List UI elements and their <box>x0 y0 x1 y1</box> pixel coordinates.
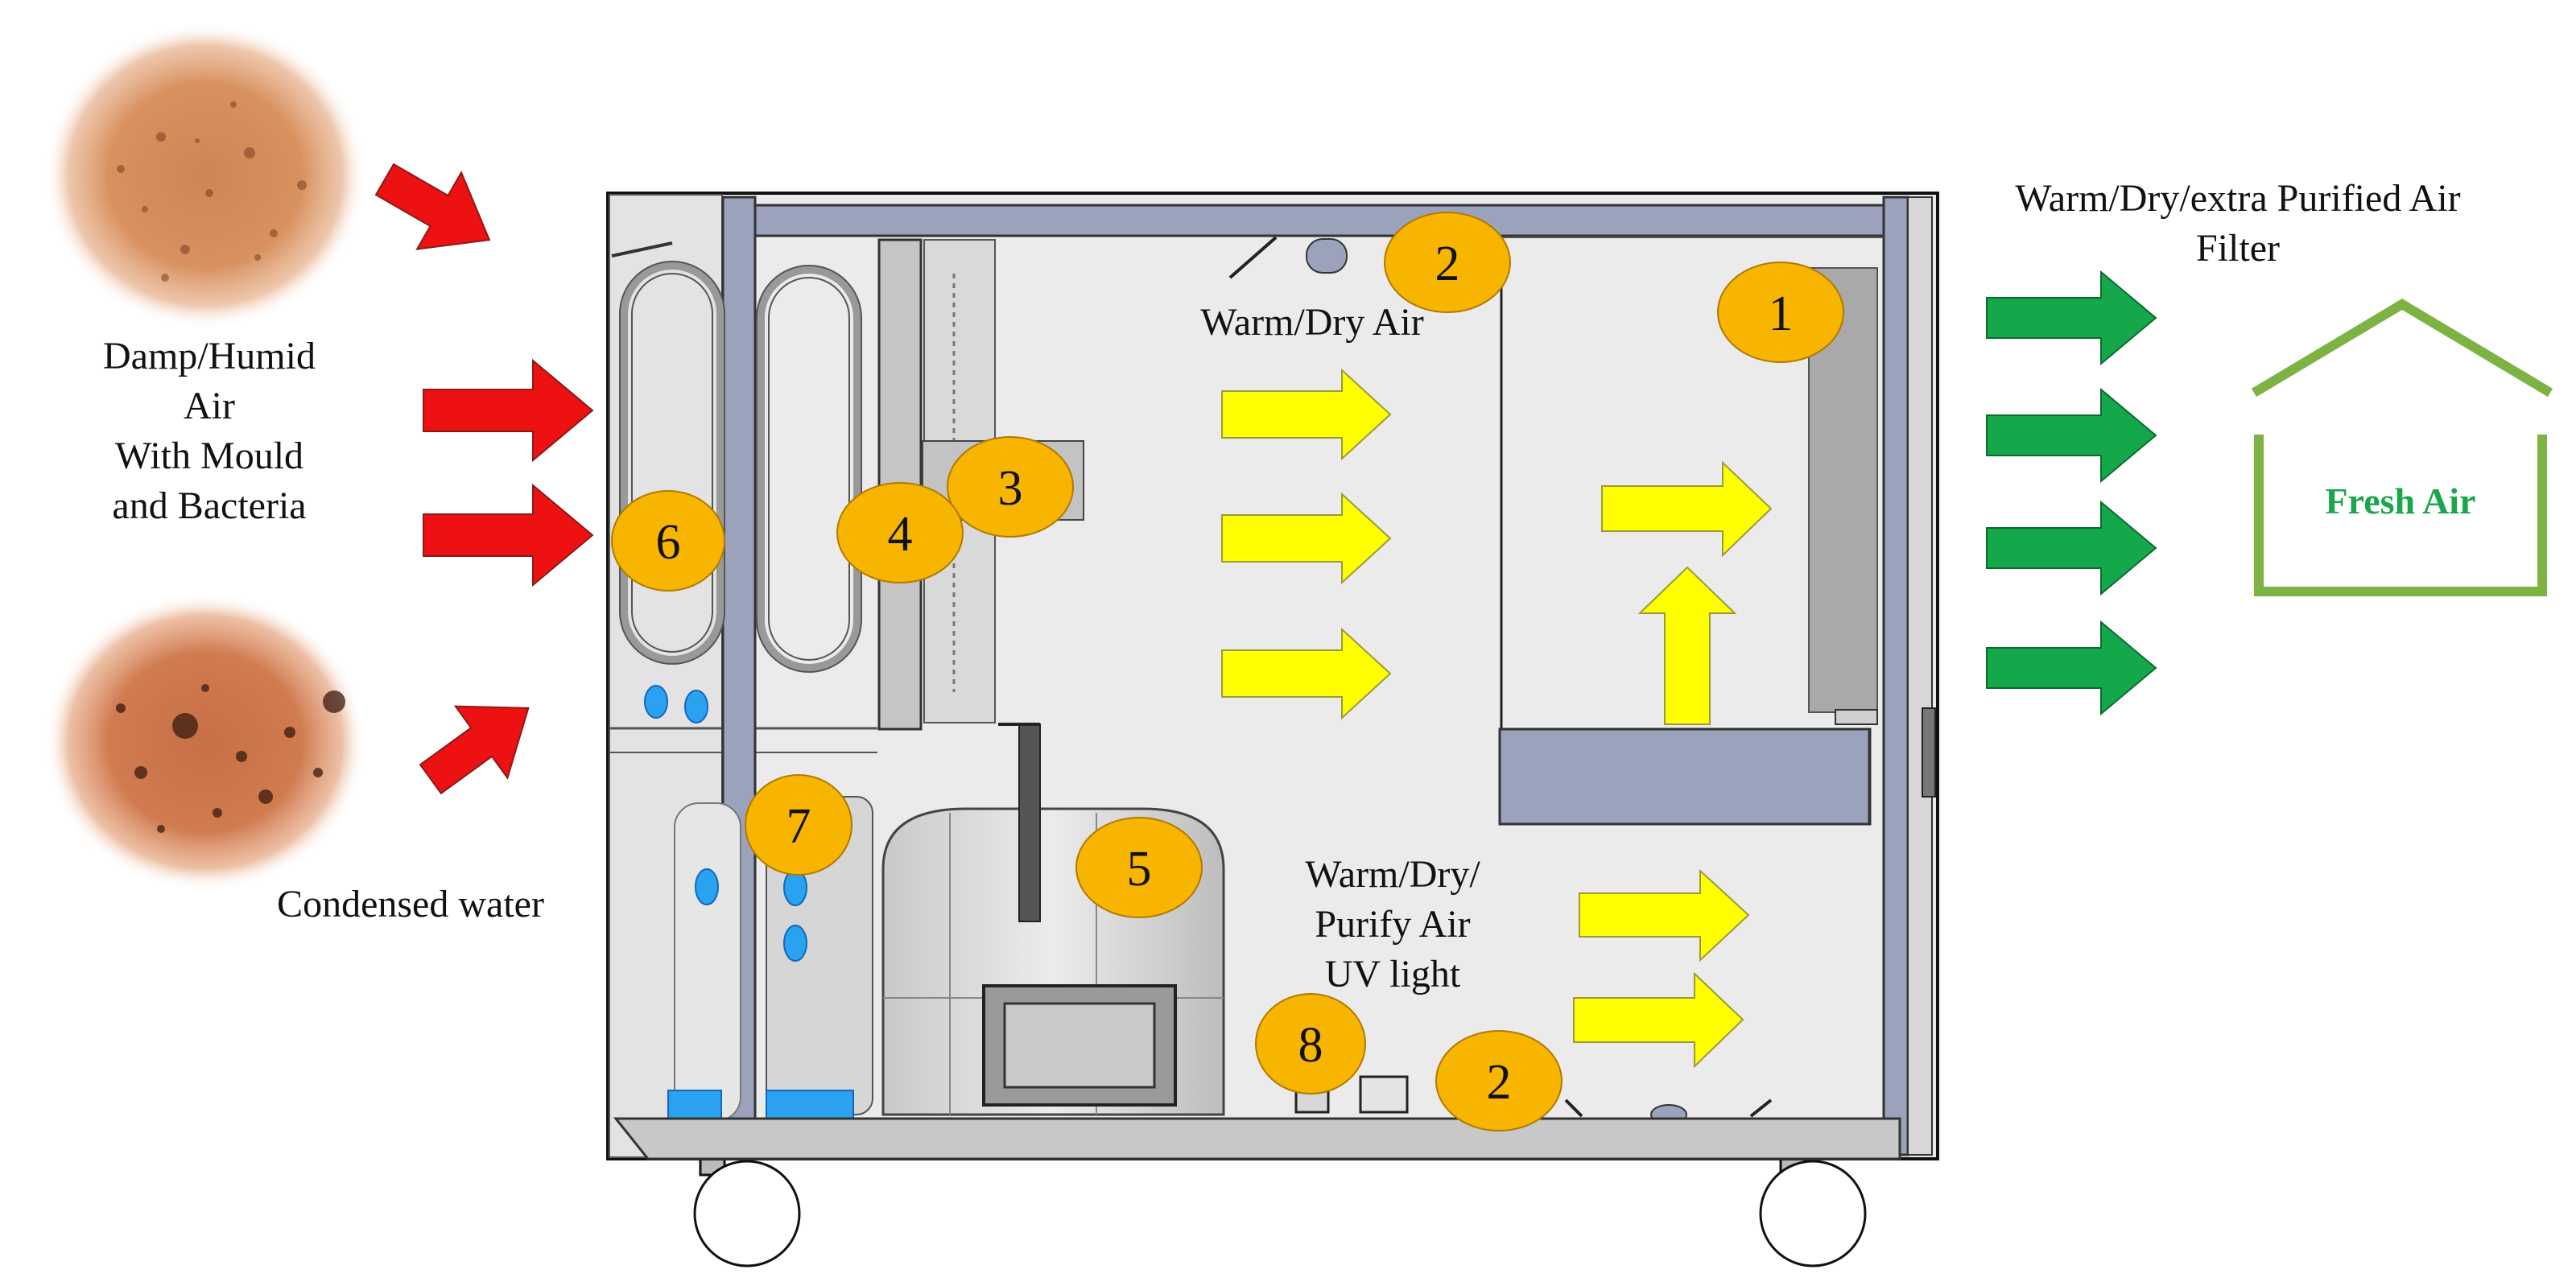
intake-arrow <box>423 358 594 463</box>
output-label: Warm/Dry/extra Purified Air Filter <box>1948 174 2528 274</box>
mould-sample-image <box>44 23 366 328</box>
airflow-arrow <box>1573 971 1744 1069</box>
condensed-water-label: Condensed water <box>277 883 544 925</box>
svg-text:5: 5 <box>1127 842 1152 896</box>
intake-label-line: With Mould <box>114 435 304 477</box>
marker-2-top: 2 <box>1384 212 1511 313</box>
marker-2-bottom: 2 <box>1435 1030 1563 1131</box>
intake-label: Damp/Humid Air With Mould and Bacteria <box>64 332 354 531</box>
marker-3: 3 <box>947 436 1074 538</box>
output-arrow <box>1986 270 2157 366</box>
wheel-icon <box>693 1149 1867 1267</box>
svg-text:2: 2 <box>1435 237 1460 291</box>
svg-text:7: 7 <box>786 799 811 854</box>
marker-1: 1 <box>1717 262 1844 363</box>
svg-text:1: 1 <box>1769 286 1794 341</box>
svg-text:2: 2 <box>1487 1055 1512 1110</box>
svg-text:4: 4 <box>888 507 913 562</box>
intake-label-line: and Bacteria <box>112 484 307 527</box>
svg-text:6: 6 <box>656 515 681 570</box>
bacteria-sample-image <box>44 593 366 891</box>
intake-arrow <box>423 483 594 587</box>
svg-text:8: 8 <box>1298 1018 1323 1073</box>
svg-text:3: 3 <box>998 461 1023 516</box>
output-arrow <box>1986 620 2157 716</box>
bottom-air-label: Warm/Dry/ Purify Air UV light <box>1240 850 1546 1000</box>
intake-arrow <box>419 705 530 795</box>
intake-arrows <box>374 163 594 795</box>
airflow-arrow <box>1221 627 1392 720</box>
intake-label-line: Air <box>184 385 235 427</box>
fresh-air-label: Fresh Air <box>2325 480 2476 521</box>
marker-5: 5 <box>1075 817 1203 918</box>
water-drops <box>644 685 708 723</box>
output-arrows <box>1986 270 2157 716</box>
output-arrow <box>1986 387 2157 484</box>
output-label-line: Filter <box>2196 227 2280 270</box>
marker-4: 4 <box>836 482 964 583</box>
house-icon <box>2251 299 2553 596</box>
airflow-arrows <box>1221 368 1773 1069</box>
bottom-air-label-line: Warm/Dry/ <box>1305 853 1480 896</box>
output-arrow <box>1986 500 2157 596</box>
airflow-arrow <box>1579 868 1750 962</box>
airflow-arrow <box>1221 492 1392 585</box>
airflow-arrow <box>1601 460 1773 558</box>
intake-label-line: Damp/Humid <box>103 335 316 377</box>
bottom-air-label-line: UV light <box>1324 953 1461 995</box>
marker-8: 8 <box>1255 993 1366 1094</box>
top-air-label: Warm/Dry Air <box>1200 301 1424 344</box>
marker-6: 6 <box>611 490 725 591</box>
marker-7: 7 <box>745 774 852 876</box>
airflow-arrow <box>1221 368 1392 461</box>
intake-arrow <box>374 163 491 250</box>
airflow-arrow <box>1637 566 1737 725</box>
component-markers: 1 2 3 4 5 6 7 8 2 <box>611 212 1844 1131</box>
output-label-line: Warm/Dry/extra Purified Air <box>2015 177 2461 220</box>
bottom-air-label-line: Purify Air <box>1315 903 1471 946</box>
